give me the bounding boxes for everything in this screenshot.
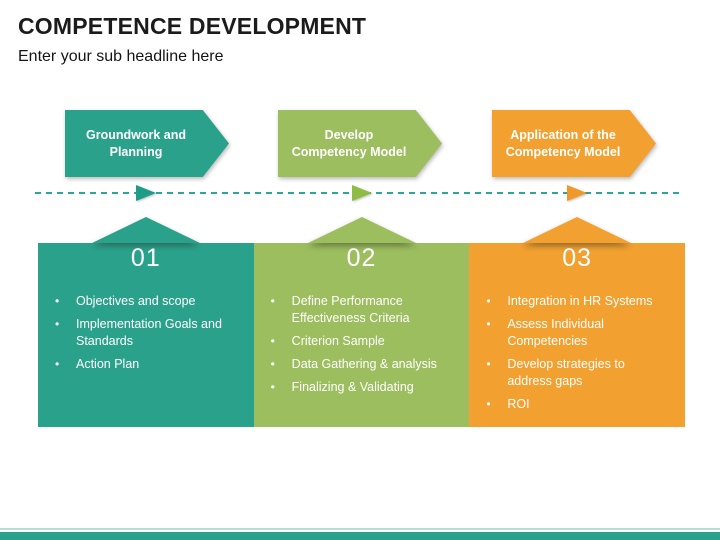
footer-accent-line	[0, 528, 720, 530]
stage-panel-2: 02 Define Performance Effectiveness Crit…	[253, 217, 470, 427]
bullet-item: Action Plan	[52, 356, 238, 373]
stage-panel-1: 01 Objectives and scope Implementation G…	[38, 217, 254, 427]
stage-banner-label: Groundwork and Planning	[86, 127, 186, 159]
bullet-item: Define Performance Effectiveness Criteri…	[268, 293, 454, 327]
stage-banner-3: Application of the Competency Model	[492, 110, 656, 177]
timeline-arrow-marker-3-icon	[567, 185, 587, 201]
timeline-arrow-marker-2-icon	[352, 185, 372, 201]
bullet-item: Finalizing & Validating	[268, 379, 454, 396]
footer-bar	[0, 532, 720, 540]
stage-number: 01	[130, 244, 161, 272]
page-title: COMPETENCE DEVELOPMENT	[18, 13, 367, 39]
bullet-item: Implementation Goals and Standards	[52, 316, 238, 350]
stage-banner-arrow-shape: Application of the Competency Model	[492, 110, 656, 177]
stage-banner-label: Develop Competency Model	[291, 127, 407, 159]
stage-banner-arrow-shape: Develop Competency Model	[278, 110, 442, 177]
bullet-item: Data Gathering & analysis	[268, 356, 454, 373]
bullet-item: Develop strategies to address gaps	[483, 356, 669, 390]
bullet-item: Objectives and scope	[52, 293, 238, 310]
stage-banner-label: Application of the Competency Model	[505, 127, 621, 159]
stage-banner-1: Groundwork and Planning	[65, 110, 229, 177]
stage-panels: 01 Objectives and scope Implementation G…	[38, 217, 686, 427]
stage-banner-2: Develop Competency Model	[278, 110, 442, 177]
bullet-item: Assess Individual Competencies	[483, 316, 669, 350]
stage-number: 03	[562, 244, 593, 272]
stage-bullet-list: Objectives and scope Implementation Goal…	[52, 293, 238, 373]
stage-bullet-list: Define Performance Effectiveness Criteri…	[268, 293, 454, 396]
bullet-item: Integration in HR Systems	[483, 293, 669, 310]
stage-panel-3: 03 Integration in HR Systems Assess Indi…	[469, 217, 686, 427]
bullet-item: ROI	[483, 396, 669, 413]
stage-number: 02	[346, 244, 377, 272]
page-subtitle: Enter your sub headline here	[18, 48, 224, 65]
bullet-item: Criterion Sample	[268, 333, 454, 350]
stage-banner-arrow-shape: Groundwork and Planning	[65, 110, 229, 177]
timeline-arrow-marker-1-icon	[136, 185, 156, 201]
stage-bullet-list: Integration in HR Systems Assess Individ…	[483, 293, 669, 413]
